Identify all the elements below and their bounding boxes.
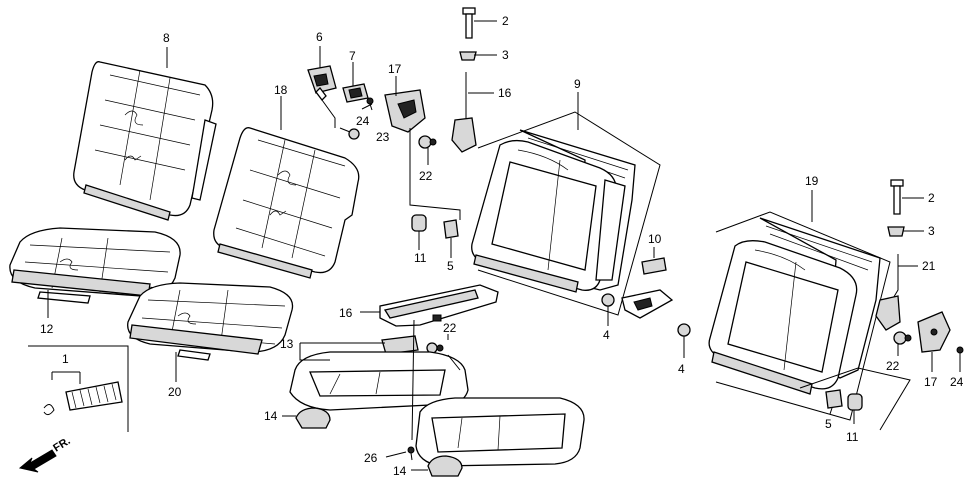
part-5-cap-right — [825, 389, 843, 409]
part-7-hinge — [342, 83, 369, 103]
part-26-clip — [407, 446, 415, 461]
callout-25-top: 24 — [356, 114, 370, 128]
part-2-bolt-upper — [462, 7, 476, 39]
part-14-mount-upper — [295, 407, 331, 429]
part-9-seat-back-frame — [471, 129, 636, 293]
part-19-seat-back-frame — [708, 217, 881, 395]
callout-16-lower: 16 — [339, 306, 353, 320]
part-10-clip — [641, 257, 667, 275]
part-17-bracket-right — [917, 311, 951, 353]
callout-4-center: 4 — [603, 328, 610, 342]
callout-17-top: 17 — [388, 62, 402, 76]
part-9-leader-box — [477, 111, 661, 316]
seat-frame-lower — [289, 351, 585, 467]
callout-17-right: 17 — [924, 375, 938, 389]
part-11-bushing-right — [847, 393, 863, 411]
callout-24: 23 — [376, 130, 390, 144]
callout-13: 13 — [280, 337, 294, 351]
callout-20: 20 — [168, 385, 182, 399]
part-25-screw — [366, 97, 374, 111]
callout-6: 6 — [316, 30, 323, 44]
part-17-bracket — [384, 89, 426, 133]
part-23-nut-right — [893, 331, 912, 345]
part-13-bracket — [381, 335, 419, 355]
callout-11-center: 11 — [414, 251, 427, 265]
callout-14-lower: 14 — [393, 464, 407, 478]
part-3-nut-right — [887, 226, 905, 237]
callout-18: 18 — [274, 83, 288, 97]
callout-10: 10 — [648, 232, 662, 246]
part-18-seat-back — [213, 127, 360, 279]
part-2-bolt-right — [890, 179, 904, 215]
callout-3-right: 3 — [928, 224, 935, 238]
part-5-cap-center — [443, 219, 459, 239]
callout-5-right: 5 — [825, 417, 832, 431]
part-4-bushing-right — [677, 323, 691, 337]
part-14-mount-lower — [427, 455, 463, 477]
callout-4-right: 4 — [678, 362, 685, 376]
callout-23-right: 22 — [886, 359, 900, 373]
callout-2-top: 2 — [502, 14, 509, 28]
callout-21: 21 — [922, 259, 936, 273]
part-1-kit — [28, 345, 129, 432]
part-23-nut-center — [418, 135, 437, 149]
right-hardware-leader — [799, 367, 911, 431]
part-11-bushing-center — [411, 214, 427, 232]
callout-5-center: 5 — [447, 259, 454, 273]
part-latch-center — [621, 289, 674, 319]
part-6-hinge — [307, 65, 337, 101]
part-16-rod-upper — [451, 72, 477, 153]
callout-8: 8 — [163, 31, 170, 45]
part-16-armrest — [379, 284, 499, 327]
part-24-bolt — [339, 127, 360, 140]
callout-3-top: 3 — [502, 48, 509, 62]
callout-2-right: 2 — [928, 191, 935, 205]
callout-16-top: 16 — [498, 86, 512, 100]
callout-1: 1 — [62, 352, 69, 366]
front-direction-arrow — [18, 449, 57, 473]
callout-14-upper: 14 — [264, 409, 278, 423]
callout-19: 19 — [805, 174, 819, 188]
callout-26: 26 — [364, 451, 378, 465]
callout-22: 22 — [443, 321, 457, 335]
direction-label: FR. — [51, 435, 72, 455]
callout-23-center: 22 — [419, 169, 433, 183]
part-20-seat-cushion — [127, 282, 294, 361]
part-21-rod — [875, 254, 901, 331]
leader-lines — [47, 20, 961, 471]
part-19-leader-box — [715, 211, 891, 421]
part-8-seat-back — [73, 61, 217, 221]
callout-7: 7 — [349, 49, 356, 63]
callout-11-right: 11 — [846, 430, 859, 444]
part-4-bushing-center — [601, 293, 615, 307]
callout-labels: 8 18 6 7 17 24 23 2 3 16 9 22 11 5 10 4 … — [40, 14, 964, 478]
part-3-nut-upper — [459, 51, 477, 61]
part-25-screw-right — [956, 346, 964, 360]
callout-12: 12 — [40, 322, 54, 336]
callout-9: 9 — [574, 77, 581, 91]
callout-25-right: 24 — [950, 375, 964, 389]
